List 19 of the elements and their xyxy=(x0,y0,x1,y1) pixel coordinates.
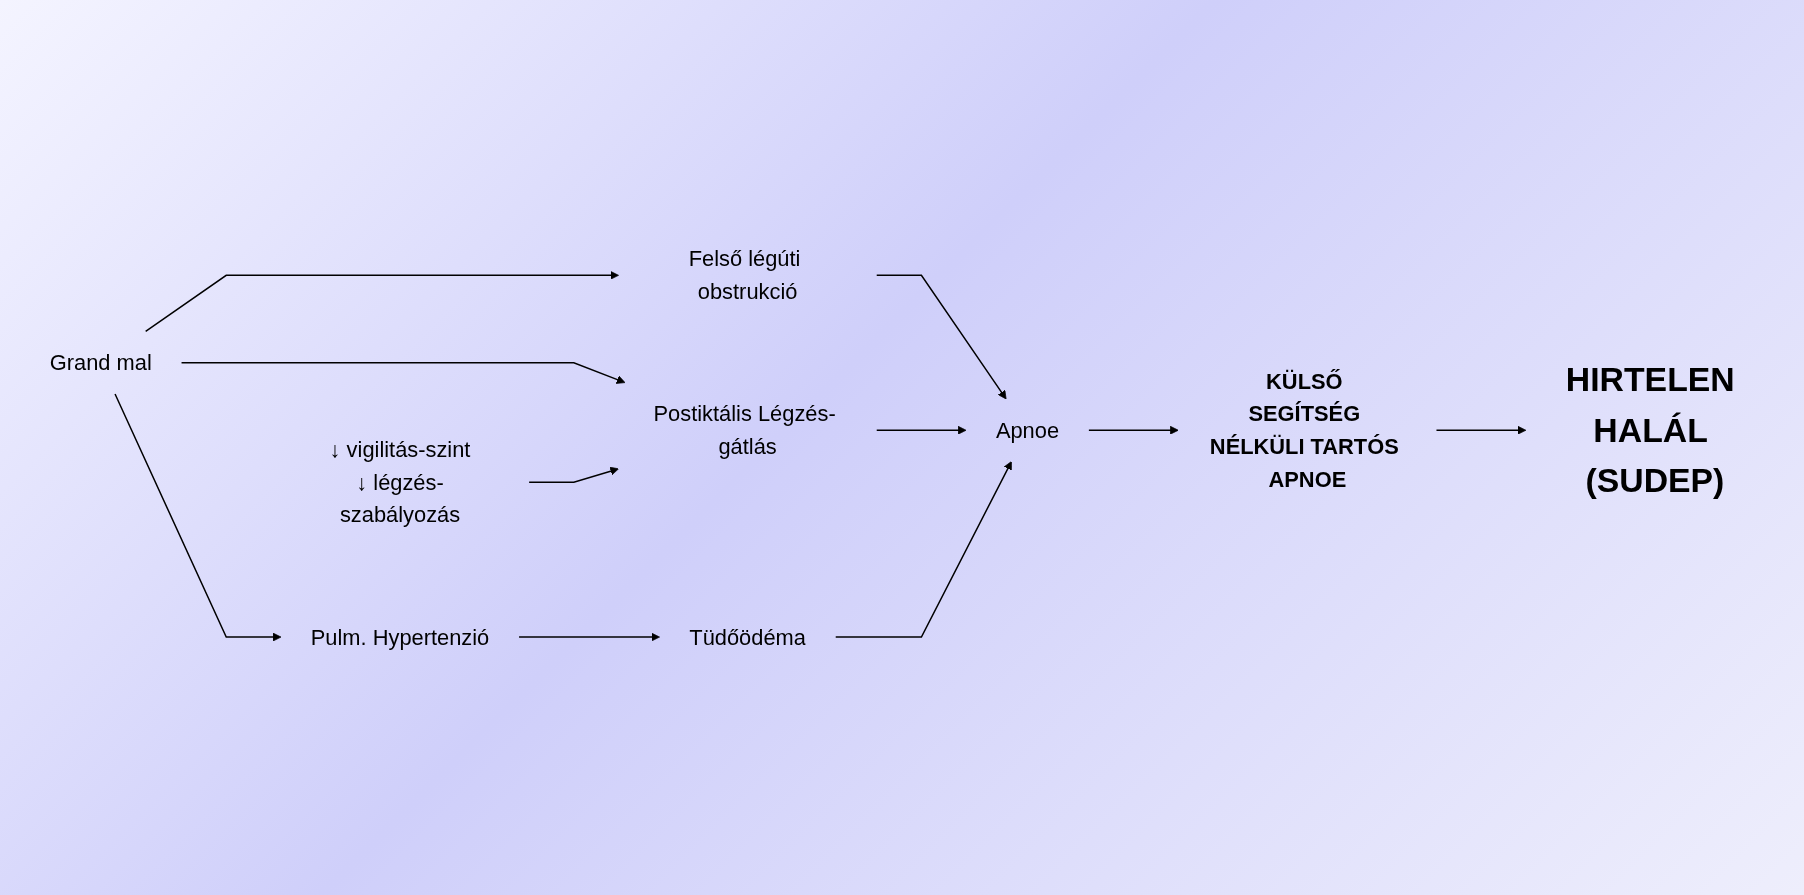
node-text: Grand mal xyxy=(49,349,152,375)
node-text: ↓ vigilitás-szint ↓ légzés-szabályozás xyxy=(329,436,471,527)
arrow xyxy=(834,460,1012,638)
node-text: HIRTELEN HALÁL (SUDEP) xyxy=(1565,359,1735,499)
arrow xyxy=(144,270,619,332)
arrow xyxy=(1435,425,1527,435)
arrow xyxy=(1088,425,1179,435)
node-text: Tüdőödéma xyxy=(689,624,806,649)
arrow xyxy=(875,425,967,435)
arrow xyxy=(114,392,282,641)
node-text: KÜLSŐ SEGÍTSÉG NÉLKÜLI TARTÓS APNOE xyxy=(1209,368,1399,492)
node-text: Felső légúti obstrukció xyxy=(688,246,801,304)
arrow xyxy=(180,361,626,384)
arrow xyxy=(528,466,619,483)
node-text: Postiktális Légzés- gátlás xyxy=(653,400,836,459)
arrow xyxy=(518,632,660,641)
node-text: Pulm. Hypertenzió xyxy=(310,624,490,649)
node-text: Apnoe xyxy=(995,417,1060,443)
arrow xyxy=(875,274,1007,399)
